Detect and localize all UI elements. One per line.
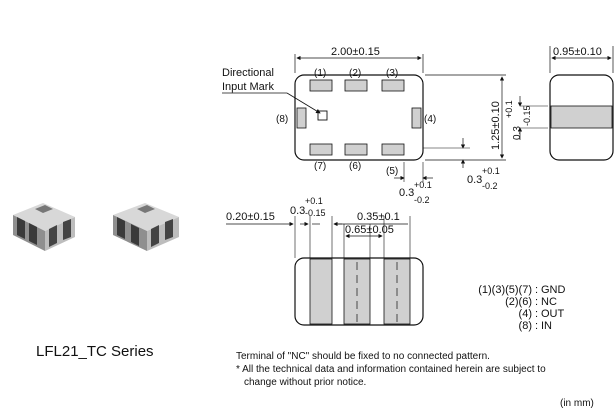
legend-function-3: OUT [541, 308, 565, 320]
terminal-offset-main: 0.3 [399, 187, 414, 199]
terminal-offset-right-tol-plus: +0.1 [482, 166, 500, 176]
product-photo-right [113, 203, 179, 251]
pin6-label: (6) [349, 161, 361, 172]
directional-input-mark [317, 110, 328, 121]
length-dimension: 2.00±0.15 [331, 46, 380, 58]
height-dimension: 1.25±0.10 [490, 101, 502, 150]
terminal-1 [309, 79, 333, 92]
terminal-7 [309, 143, 333, 156]
terminal-4 [411, 107, 422, 129]
pin7-label: (7) [314, 161, 326, 172]
legend-function-4: IN [541, 320, 552, 332]
nc-note: Terminal of "NC" should be fixed to no c… [236, 351, 490, 362]
terminal-3 [381, 79, 405, 92]
terminal-2 [344, 79, 368, 92]
legend-pins-2: (2)(6) [505, 296, 532, 308]
disclaimer-line1: * All the technical data and information… [236, 364, 546, 375]
side-band-tol-minus: -0.15 [522, 105, 532, 126]
terminal-offset-tol-minus: -0.2 [414, 195, 430, 205]
pin1-label: (1) [314, 68, 326, 79]
terminal-8 [296, 107, 307, 129]
unit-note: (in mm) [560, 398, 594, 409]
pin8-label: (8) [276, 114, 288, 125]
disclaimer-line2: change without prior notice. [244, 377, 367, 388]
pin5-label: (5) [386, 166, 398, 177]
bottom-left-dimension: 0.20±0.15 [226, 211, 275, 223]
legend-colon-2: : [535, 296, 538, 308]
legend-pins-1: (1)(3)(5)(7) [478, 284, 532, 296]
directional-label-line2: Input Mark [222, 81, 274, 93]
terminal-offset-right-main: 0.3 [467, 174, 482, 186]
legend-function-2: NC [541, 296, 557, 308]
pin3-label: (3) [386, 68, 398, 79]
directional-label-line1: Directional [222, 67, 274, 79]
legend-colon-3: : [535, 308, 538, 320]
pin4-label: (4) [424, 114, 436, 125]
legend-colon-1: : [535, 284, 538, 296]
side-band-tol-plus: +0.1 [504, 100, 514, 118]
bottom-span-dimension: 0.65±0.05 [345, 224, 394, 236]
series-name: LFL21_TC Series [36, 343, 154, 360]
legend-colon-4: : [535, 320, 538, 332]
bottom-terminal-left [309, 258, 333, 325]
side-band-main: 0.3 [512, 126, 523, 140]
terminal-offset-tol-plus: +0.1 [414, 180, 432, 190]
terminal-5 [381, 143, 405, 156]
side-view-band [550, 105, 613, 129]
top-view-body [294, 74, 424, 161]
pin2-label: (2) [349, 68, 361, 79]
legend-function-1: GND [541, 284, 566, 296]
bottom-pitch-dimension: 0.35±0.1 [357, 211, 400, 223]
width-side-dimension: 0.95±0.10 [553, 46, 602, 58]
bottom-band-tol-minus: -0.15 [305, 208, 326, 218]
legend-pins-4: (8) [519, 320, 532, 332]
terminal-offset-right-tol-minus: -0.2 [482, 181, 498, 191]
product-photo-left [13, 203, 75, 251]
terminal-6 [344, 143, 368, 156]
legend-pins-3: (4) [519, 308, 532, 320]
bottom-band-main: 0.3 [290, 205, 305, 217]
bottom-band-tol-plus: +0.1 [305, 196, 323, 206]
